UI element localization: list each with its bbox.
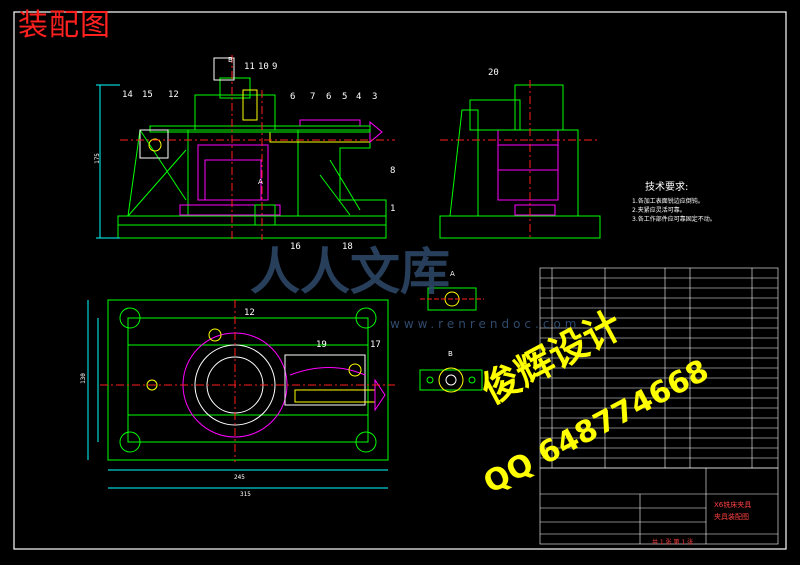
section-label-b: B: [448, 350, 453, 358]
section-ref: A: [258, 178, 263, 186]
part-number: 1: [390, 204, 396, 214]
part-number: 10: [258, 62, 269, 72]
part-number: 7: [310, 92, 316, 102]
page-title: 装配图: [18, 8, 111, 43]
front-view: [96, 55, 395, 240]
top-view: [87, 299, 395, 489]
part-number: 17: [370, 340, 381, 350]
part-number: 18: [342, 242, 353, 252]
dimension: 315: [240, 491, 251, 498]
requirements-heading: 技术要求:: [645, 182, 689, 193]
url-watermark: www.renrendoc.com: [390, 317, 581, 331]
parts-list: [539, 267, 779, 469]
drawing-name: X6铣床夹具: [714, 501, 752, 509]
part-number: 8: [390, 166, 396, 176]
section-ref: B: [228, 56, 233, 64]
section-label-a: A: [450, 270, 455, 278]
requirement-item: 2.夹紧应灵活可靠。: [632, 207, 686, 214]
part-number: 5: [342, 92, 348, 102]
title-block: [539, 467, 779, 545]
part-number: 15: [142, 90, 153, 100]
part-number: 16: [290, 242, 301, 252]
drawing-name-sub: 夹具装配图: [714, 513, 749, 521]
part-number: 12: [168, 90, 179, 100]
brand-watermark: 人人文库: [250, 243, 450, 301]
part-number: 4: [356, 92, 362, 102]
part-number: 14: [122, 90, 133, 100]
dimension: 175: [93, 153, 101, 164]
part-number: 6: [326, 92, 332, 102]
side-view: [439, 80, 601, 240]
part-number: 9: [272, 62, 278, 72]
part-number: 19: [316, 340, 327, 350]
dimension: 245: [234, 474, 245, 481]
sheet-count: 共 1 张 第 1 张: [652, 539, 694, 546]
dimension: 130: [79, 373, 87, 384]
section-b: [419, 367, 483, 393]
sheet-border: [13, 11, 787, 550]
requirement-item: 3.各工作部件应可靠固定不动。: [632, 216, 716, 223]
part-number: 11: [244, 62, 255, 72]
part-number: 3: [372, 92, 378, 102]
section-a: [420, 287, 484, 311]
part-number: 6: [290, 92, 296, 102]
part-number: 20: [488, 68, 499, 78]
requirement-item: 1.各加工表面锐边应倒钝。: [632, 198, 704, 205]
part-number: 12: [244, 308, 255, 318]
